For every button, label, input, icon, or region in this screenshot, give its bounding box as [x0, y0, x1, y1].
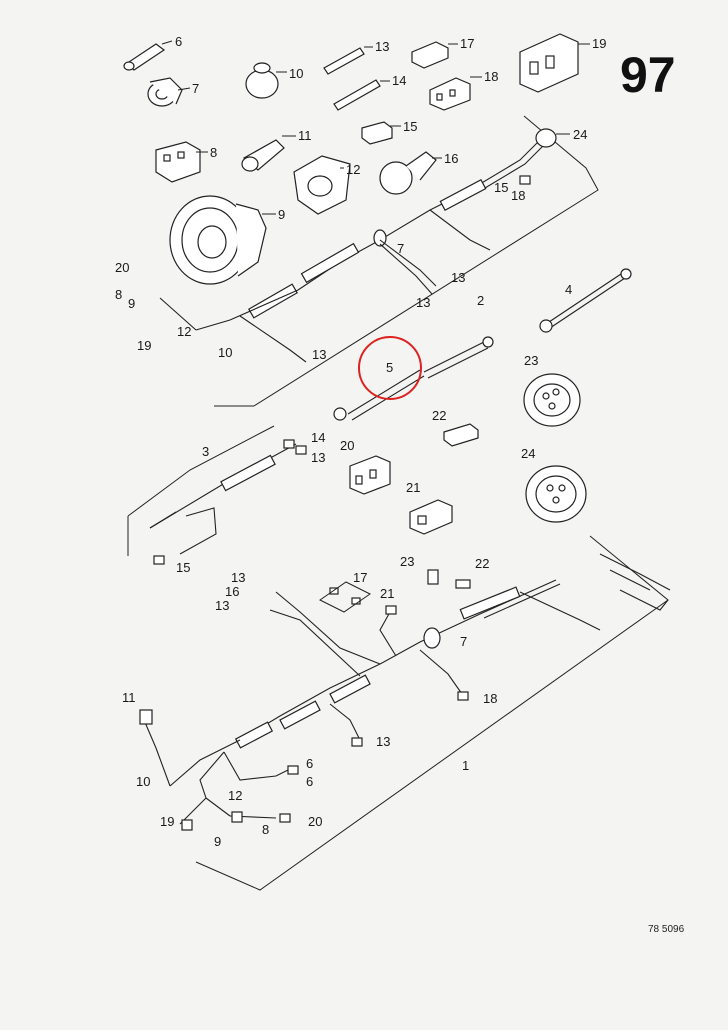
harness-1 [139, 535, 671, 891]
callout-23: 23 [524, 353, 538, 368]
callout-6: 6 [175, 34, 182, 49]
callout-12: 12 [346, 162, 360, 177]
callout-4: 4 [565, 282, 572, 297]
callout-14: 14 [392, 73, 406, 88]
callout-15: 15 [403, 119, 417, 134]
part-17-connector [411, 41, 458, 69]
callout-13-harness1b: 13 [215, 598, 229, 613]
callout-24-socket: 24 [521, 446, 535, 461]
callout-8: 8 [210, 145, 217, 160]
battery-cable-5 [333, 336, 494, 421]
part-16-cap [379, 151, 442, 195]
callout-12-harness2: 12 [177, 324, 191, 339]
callout-6-harness1b: 6 [306, 774, 313, 789]
callout-13-harness3: 13 [311, 450, 325, 465]
part-9-headlamp-boot [169, 195, 276, 285]
callout-20-harness1: 20 [308, 814, 322, 829]
part-22-terminal [443, 423, 479, 447]
callout-16-harness1: 16 [225, 584, 239, 599]
highlight-circle [358, 336, 422, 400]
part-21-connector [409, 499, 453, 535]
callout-7-harness1: 7 [460, 634, 467, 649]
callout-23-harness1: 23 [400, 554, 414, 569]
ground-cable-4 [539, 268, 632, 333]
callout-9: 9 [278, 207, 285, 222]
callout-20: 20 [340, 438, 354, 453]
callout-17: 17 [460, 36, 474, 51]
callout-18-harness2: 18 [511, 188, 525, 203]
callout-5: 5 [386, 360, 393, 375]
callout-12-harness1: 12 [228, 788, 242, 803]
harness-3 [127, 425, 307, 565]
callout-10: 10 [289, 66, 303, 81]
callout-7-harness2: 7 [397, 241, 404, 256]
part-10-boot [245, 62, 287, 99]
callout-19-harness2: 19 [137, 338, 151, 353]
callout-1: 1 [462, 758, 469, 773]
part-13-sleeve [323, 46, 373, 75]
callout-11-harness1: 11 [122, 690, 136, 705]
part-14-sleeve [333, 79, 390, 111]
document-reference: 78 5096 [648, 924, 685, 935]
part-24-socket [525, 465, 587, 523]
part-12-seal [293, 155, 351, 215]
callout-10-harness2: 10 [218, 345, 232, 360]
callout-13-harness1a: 13 [231, 570, 245, 585]
callout-10-harness1: 10 [136, 774, 150, 789]
part-7-grommet [147, 77, 191, 107]
callout-8-harness1: 8 [262, 822, 269, 837]
part-18-connector [429, 76, 482, 111]
callout-22: 22 [432, 408, 446, 423]
callout-7: 7 [192, 81, 199, 96]
part-8-relay-socket [155, 141, 208, 183]
callout-9-harness2: 9 [128, 296, 135, 311]
callout-19-harness1: 19 [160, 814, 174, 829]
callout-13: 13 [375, 39, 389, 54]
callout-9-harness1: 9 [214, 834, 221, 849]
callout-18-harness1: 18 [483, 691, 497, 706]
callout-13-harness2c: 13 [312, 347, 326, 362]
callout-22-harness1: 22 [475, 556, 489, 571]
callout-17-harness1: 17 [353, 570, 367, 585]
callout-13-harness1c: 13 [376, 734, 390, 749]
callout-8-harness2: 8 [115, 287, 122, 302]
callout-16: 16 [444, 151, 458, 166]
callout-14-harness3: 14 [311, 430, 325, 445]
harness-2 [159, 115, 599, 407]
callout-13-harness2a: 13 [451, 270, 465, 285]
part-20-connector [349, 455, 391, 495]
callout-15-harness3: 15 [176, 560, 190, 575]
part-19-connector [519, 33, 590, 93]
callout-19: 19 [592, 36, 606, 51]
part-6-plug [123, 40, 173, 71]
callout-18: 18 [484, 69, 498, 84]
callout-20-harness2: 20 [115, 260, 129, 275]
callout-6-harness1a: 6 [306, 756, 313, 771]
callout-11: 11 [298, 128, 312, 143]
callout-13-harness2b: 13 [416, 295, 430, 310]
callout-21-harness1: 21 [380, 586, 394, 601]
callout-3: 3 [202, 444, 209, 459]
part-11-cap [241, 135, 296, 172]
callout-2: 2 [477, 293, 484, 308]
callout-21: 21 [406, 480, 420, 495]
part-15-terminal [361, 121, 401, 145]
page-number: 97 [620, 47, 676, 103]
callout-15-harness2: 15 [494, 180, 508, 195]
callout-24: 24 [573, 127, 587, 142]
part-23-socket [523, 373, 581, 427]
